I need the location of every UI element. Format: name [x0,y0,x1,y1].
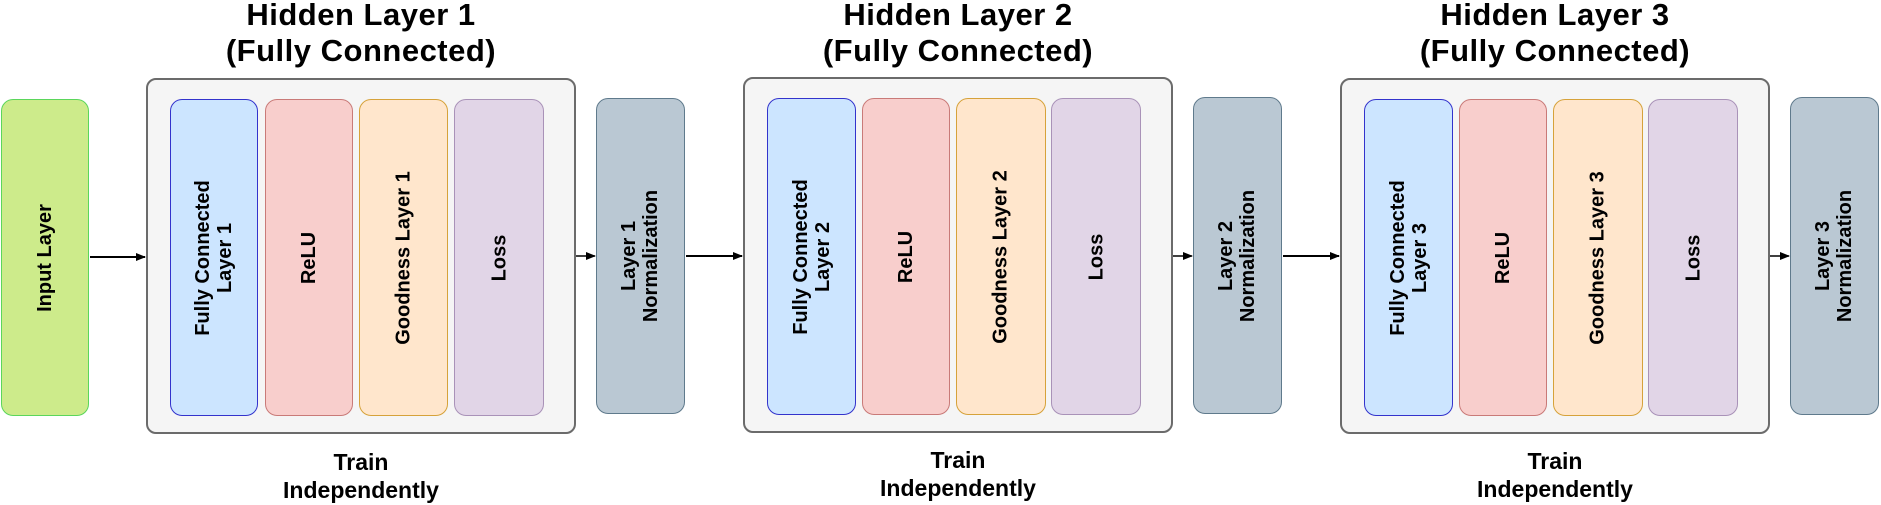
relu-2-label: ReLU [894,230,917,283]
loss-1-block: Loss [454,99,544,416]
fully-connected-layer-1-block: Fully Connected Layer 1 [170,99,258,416]
goodness-layer-1-block: Goodness Layer 1 [359,99,448,416]
relu-2-block: ReLU [862,98,950,415]
goodness-layer-1-label: Goodness Layer 1 [392,170,415,345]
loss-3-label: Loss [1682,234,1704,281]
input-layer-label: Input Layer [34,203,57,312]
train-independently-2-caption: Train Independently [880,447,1036,501]
hidden-layer-2-title: Hidden Layer 2 (Fully Connected) [822,0,1094,68]
train-independently-1-caption: Train Independently [283,449,439,503]
layer-2-normalization-label: Layer 2 Normalization [1215,189,1260,322]
input-layer-block: Input Layer [1,99,89,416]
fully-connected-layer-3-label: Fully Connected Layer 3 [1386,179,1431,336]
layer-3-normalization-label: Layer 3 Normalization [1812,189,1857,323]
loss-2-block: Loss [1051,98,1141,415]
relu-1-label: ReLU [297,231,320,284]
layer-1-normalization-block: Layer 1 Normalization [596,98,685,414]
goodness-layer-3-label: Goodness Layer 3 [1587,170,1609,345]
layer-1-normalization-label: Layer 1 Normalization [618,189,663,323]
loss-2-label: Loss [1085,233,1107,280]
hidden-layer-1-title: Hidden Layer 1 (Fully Connected) [225,0,497,68]
fully-connected-layer-2-block: Fully Connected Layer 2 [767,98,856,415]
hidden-layer-3-title: Hidden Layer 3 (Fully Connected) [1419,0,1691,68]
relu-3-label: ReLU [1491,231,1514,284]
train-independently-3-caption: Train Independently [1477,448,1633,502]
fully-connected-layer-1-label: Fully Connected Layer 1 [192,179,237,336]
relu-3-block: ReLU [1459,99,1547,416]
fully-connected-layer-2-label: Fully Connected Layer 2 [789,178,834,335]
goodness-layer-2-block: Goodness Layer 2 [956,98,1046,415]
layer-2-normalization-block: Layer 2 Normalization [1193,97,1282,414]
goodness-layer-2-label: Goodness Layer 2 [990,169,1012,344]
loss-3-block: Loss [1648,99,1738,416]
relu-1-block: ReLU [265,99,353,416]
fully-connected-layer-3-block: Fully Connected Layer 3 [1364,99,1453,416]
layer-3-normalization-block: Layer 3 Normalization [1790,97,1879,415]
goodness-layer-3-block: Goodness Layer 3 [1553,99,1643,416]
loss-1-label: Loss [488,234,510,281]
